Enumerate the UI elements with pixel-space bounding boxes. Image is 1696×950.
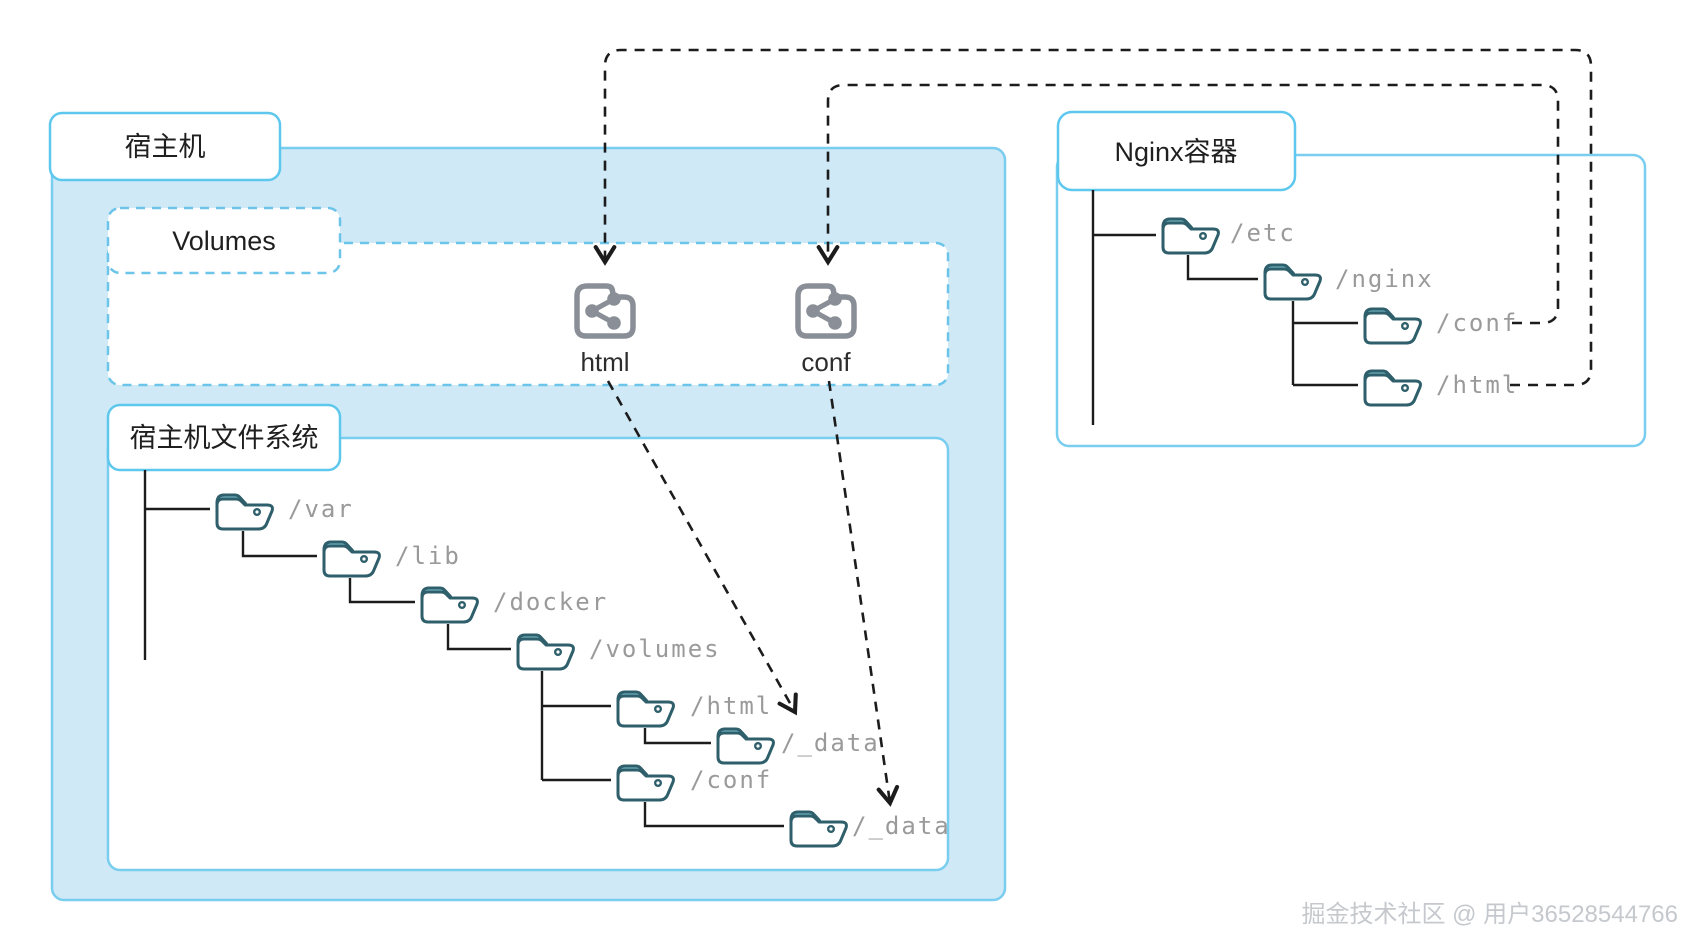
host-filesystem-tab (106, 403, 342, 472)
host-tab-label: 宿主机 (125, 132, 206, 162)
nginx-container-tab (1056, 110, 1297, 192)
folder-label-html: /html (690, 692, 772, 720)
nginx-tree: /etc /nginx /conf /html (1091, 190, 1518, 425)
mapping-line-container-html-to-volume (593, 48, 1593, 387)
volume-html: html (577, 286, 633, 377)
tree-connector (643, 728, 711, 745)
tree-connector (1186, 255, 1258, 281)
folder-label-nginx-conf: /conf (1436, 309, 1518, 337)
host-tab (48, 111, 282, 182)
volumes-tab-label: Volumes (172, 226, 276, 256)
volume-html-label: html (580, 347, 629, 377)
tree-connector (241, 531, 317, 558)
folder-label-conf-data: /_data (852, 812, 951, 840)
tree-connector (446, 624, 511, 651)
volumes-area (106, 241, 950, 387)
mapping-line-container-conf-to-volume (816, 83, 1560, 325)
folder-label-var: /var (288, 495, 354, 523)
watermark: 掘金技术社区 @ 用户36528544766 (1301, 901, 1678, 928)
host-fs-tree: /var /lib /docker /volumes /html /_data … (143, 470, 951, 848)
mapping-arrow-volume-html-to-data (606, 380, 798, 716)
tree-connector (643, 802, 784, 828)
folder-label-docker: /docker (493, 588, 608, 616)
volumes-tab (106, 206, 342, 275)
folder-label-nginx-html: /html (1436, 371, 1518, 399)
nginx-container-tab-label: Nginx容器 (1114, 137, 1237, 167)
folder-label-conf: /conf (690, 766, 772, 794)
folder-label-lib: /lib (395, 542, 461, 570)
volume-conf: conf (798, 286, 854, 377)
volume-conf-label: conf (801, 347, 851, 377)
host-filesystem-tab-label: 宿主机文件系统 (130, 423, 319, 453)
tree-connector (348, 578, 415, 604)
folder-label-etc: /etc (1230, 219, 1296, 247)
folder-label-nginx: /nginx (1335, 265, 1434, 293)
folder-label-volumes: /volumes (589, 635, 721, 663)
folder-label-html-data: /_data (781, 729, 880, 757)
